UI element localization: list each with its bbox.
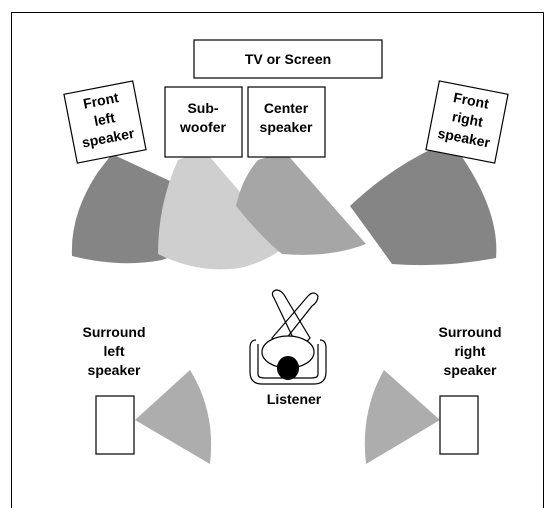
front-left-speaker-box	[63, 80, 147, 164]
surround-left-speaker-box	[95, 395, 135, 455]
surround-right-label-line3: speaker	[444, 362, 497, 378]
subwoofer-label-line1: Sub-	[187, 100, 218, 116]
listener-label: Listener	[267, 391, 322, 407]
surround-right-sound-fan	[364, 370, 440, 464]
surround-right-label-line2: right	[454, 343, 485, 359]
subwoofer-label-line2: woofer	[179, 119, 226, 135]
surround-left-sound-fan	[135, 370, 212, 464]
front-left-speaker: Front left speaker	[63, 80, 147, 164]
front-right-label-line2: right	[451, 108, 485, 130]
front-right-speaker: Front right speaker	[425, 80, 509, 164]
listener-head	[277, 356, 299, 380]
subwoofer-box	[164, 86, 243, 158]
chair-outline	[249, 339, 327, 385]
front-left-label-line2: left	[93, 109, 117, 129]
front-right-speaker-box	[425, 80, 509, 164]
surround-left-label-line1: Surround	[83, 324, 146, 340]
tv-screen-box	[193, 39, 383, 79]
front-right-sound-fan	[350, 146, 497, 266]
tv-screen-label: TV or Screen	[245, 51, 331, 67]
surround-left-label-line2: left	[104, 343, 125, 359]
center-speaker-label-line1: Center	[264, 100, 309, 116]
listener-figure	[249, 289, 327, 385]
surround-right-speaker-box	[439, 395, 479, 455]
subwoofer-sound-fan	[158, 150, 286, 270]
front-left-label-line1: Front	[82, 89, 120, 112]
center-speaker-label-line2: speaker	[260, 119, 313, 135]
front-right-label-line1: Front	[452, 89, 490, 112]
surround-right-label-line1: Surround	[439, 324, 502, 340]
center-speaker-box	[247, 86, 326, 158]
surround-left-label-line3: speaker	[88, 362, 141, 378]
center-sound-fan	[236, 152, 366, 255]
diagram-frame	[11, 12, 544, 508]
